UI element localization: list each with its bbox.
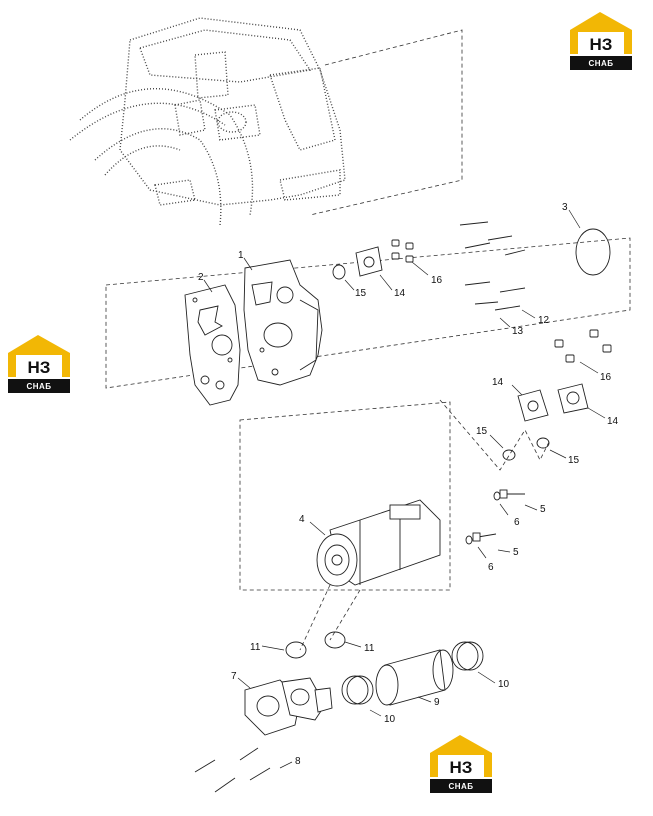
callout-1: 1 bbox=[238, 250, 244, 261]
callout-14b: 14 bbox=[492, 377, 504, 388]
flange-part-14-upper bbox=[355, 246, 383, 277]
callout-8: 8 bbox=[295, 756, 301, 767]
washer-part-6-a bbox=[493, 491, 501, 501]
bolt-part-5-a bbox=[499, 489, 525, 499]
o-ring-part-11-right bbox=[324, 631, 346, 649]
flange-part-14-right-a bbox=[517, 389, 549, 422]
hose-part-9 bbox=[375, 649, 454, 706]
callout-16a: 16 bbox=[431, 275, 443, 286]
callout-10a: 10 bbox=[498, 679, 510, 690]
assembly-plane-upper bbox=[105, 237, 631, 389]
hydraulic-pump-part-4 bbox=[316, 499, 441, 587]
assembly-plane-lower bbox=[239, 401, 451, 591]
pump-drive-housing-part-1 bbox=[243, 259, 323, 386]
callout-9: 9 bbox=[434, 697, 440, 708]
flange-part-14-right-b bbox=[557, 383, 589, 414]
callout-leader-lines bbox=[203, 209, 606, 769]
brand-logo-top-right: НЗ СНАБ bbox=[570, 12, 632, 70]
hose-clamp-part-10-left bbox=[341, 675, 374, 705]
logo-mark-top: НЗ bbox=[590, 35, 613, 54]
o-ring-part-15-upper bbox=[332, 264, 346, 280]
callout-7: 7 bbox=[231, 671, 237, 682]
callout-5b: 5 bbox=[513, 547, 519, 558]
callout-10b: 10 bbox=[384, 714, 396, 725]
logo-sub-left: СНАБ bbox=[26, 382, 51, 391]
callout-5a: 5 bbox=[540, 504, 546, 515]
o-ring-part-15-right-b bbox=[536, 437, 550, 449]
callout-3: 3 bbox=[562, 202, 568, 213]
logo-sub-bottom: СНАБ bbox=[448, 782, 473, 791]
elbow-fitting-part-7 bbox=[244, 677, 333, 736]
callout-4: 4 bbox=[299, 514, 305, 525]
o-ring-part-11-left bbox=[285, 641, 307, 659]
brand-logo-left: НЗ СНАБ bbox=[8, 335, 70, 393]
o-ring-part-3 bbox=[575, 228, 611, 276]
brand-logo-bottom: НЗ СНАБ bbox=[430, 735, 492, 793]
engine-housing-illustration bbox=[69, 17, 463, 226]
bolt-set-part-16-upper bbox=[391, 239, 414, 263]
callout-11b: 11 bbox=[364, 643, 375, 654]
assembly-path-down bbox=[299, 584, 361, 651]
logo-mark-left: НЗ bbox=[28, 358, 51, 377]
callout-15b: 15 bbox=[476, 426, 488, 437]
gasket-part-2 bbox=[184, 284, 241, 406]
callout-16b: 16 bbox=[600, 372, 612, 383]
callout-6a: 6 bbox=[514, 517, 520, 528]
o-ring-part-15-right-a bbox=[502, 449, 516, 461]
logo-sub-top: СНАБ bbox=[588, 59, 613, 68]
callout-15a: 15 bbox=[355, 288, 367, 299]
callout-11a: 11 bbox=[250, 642, 261, 653]
hose-clamp-part-10-right bbox=[451, 641, 484, 671]
callout-labels: 1 2 3 4 5 5 6 6 7 8 9 10 10 11 11 12 13 … bbox=[198, 202, 619, 767]
callout-2: 2 bbox=[198, 272, 204, 283]
bolt-set-part-16-right bbox=[554, 329, 612, 363]
washer-part-6-b bbox=[465, 535, 473, 545]
callout-14c: 14 bbox=[607, 416, 619, 427]
bolt-part-5-b bbox=[472, 532, 497, 542]
callout-14a: 14 bbox=[394, 288, 406, 299]
callout-12: 12 bbox=[538, 315, 550, 326]
callout-15c: 15 bbox=[568, 455, 580, 466]
callout-6b: 6 bbox=[488, 562, 494, 573]
logo-mark-bottom: НЗ bbox=[450, 758, 473, 777]
callout-13: 13 bbox=[512, 326, 524, 337]
stud-bolts-part-12-13 bbox=[459, 221, 526, 311]
bolt-set-part-8 bbox=[194, 747, 271, 793]
